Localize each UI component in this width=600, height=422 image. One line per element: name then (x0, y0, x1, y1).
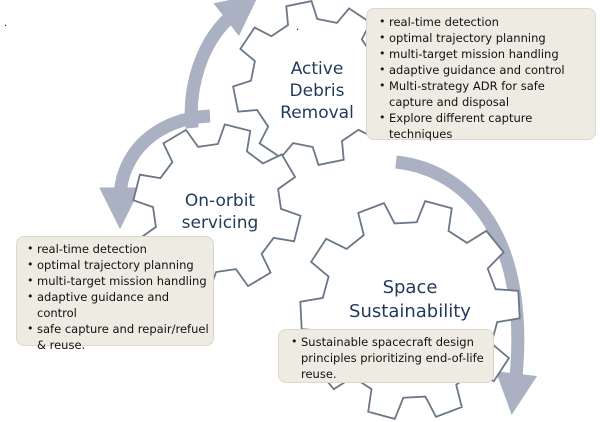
stray-dot: . (296, 22, 300, 33)
list-item: optimal trajectory planning (379, 30, 589, 46)
adr-capabilities-box: real-time detection optimal trajectory p… (366, 8, 596, 142)
gear-label-line: Active (290, 59, 344, 79)
list-item: adaptive guidance and control (27, 289, 209, 321)
gear-label-ss: Space Sustainability (345, 276, 475, 324)
list-item: multi-target mission handling (27, 273, 209, 289)
gear-label-line: Removal (280, 103, 354, 123)
gear-label-line: Sustainability (349, 301, 471, 322)
list-item: multi-target mission handling (379, 46, 589, 62)
list-item: adaptive guidance and control (379, 62, 589, 78)
flow-arrow-adr-to-oos (99, 109, 211, 230)
list-item: Multi-strategy ADR for safe capture and … (379, 78, 589, 110)
ss-principles-box: Sustainable spacecraft design principles… (278, 329, 494, 383)
gear-label-line: Space (382, 277, 438, 298)
list-item: real-time detection (27, 241, 209, 257)
gear-label-line: Debris (289, 81, 345, 101)
stray-dot: . (4, 18, 8, 29)
gear-label-line: servicing (181, 213, 259, 233)
list-item: Sustainable spacecraft design principles… (291, 334, 487, 382)
list-item: Explore different capture techniques (379, 110, 589, 142)
list-item: safe capture and repair/refuel & reuse. (27, 321, 209, 353)
oos-capabilities-box: real-time detection optimal trajectory p… (16, 236, 214, 352)
gear-label-oos: On-orbit servicing (160, 190, 280, 234)
list-item: real-time detection (379, 14, 589, 30)
flow-arrow-adr-to-ss (395, 155, 538, 415)
gear-label-line: On-orbit (184, 191, 256, 211)
gear-label-adr: Active Debris Removal (262, 58, 372, 124)
list-item: optimal trajectory planning (27, 257, 209, 273)
